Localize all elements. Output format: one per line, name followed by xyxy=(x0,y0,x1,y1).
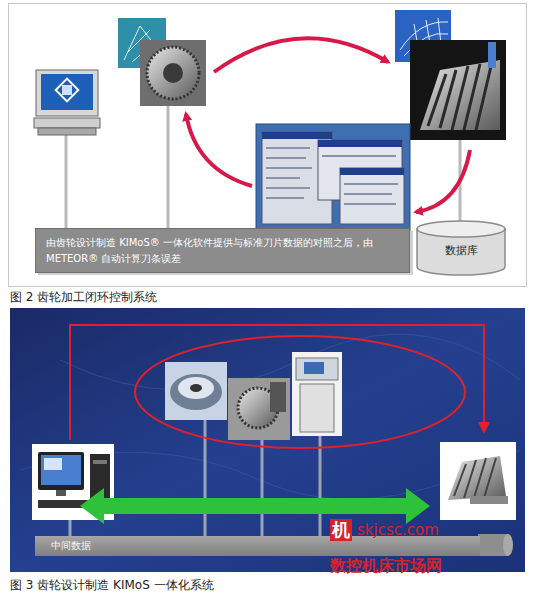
machine-image xyxy=(228,378,290,440)
band-end xyxy=(478,534,513,556)
info-band: 由齿轮设计制造 KIMoS® 一体化软件提供与标准刀片数据的对照之后，由 MET… xyxy=(35,228,410,273)
data-band: 中间数据 xyxy=(35,536,480,556)
node-text: 数据库 xyxy=(420,242,502,259)
figure-panel xyxy=(10,308,525,572)
watermark-logo: 机 xyxy=(330,519,352,541)
computer-icon xyxy=(34,70,100,135)
bevel-gear-image xyxy=(440,442,516,520)
node-text: 由齿轮设计制造 KIMoS® 一体化软件提供与标准刀片数据的对照之后，由 MET… xyxy=(46,235,399,266)
measuring-machine-image xyxy=(292,352,342,436)
cycle-arrows xyxy=(186,38,470,212)
database-cylinder: 数据库 xyxy=(416,220,506,276)
bevel-gear-image xyxy=(395,10,506,140)
gear-machine-image xyxy=(118,18,206,106)
figure-frame xyxy=(9,4,527,287)
software-screenshot xyxy=(256,124,410,234)
figure-caption: 图 3 齿轮设计制造 KIMoS 一体化系统 xyxy=(10,578,214,592)
cutter-image xyxy=(165,362,227,420)
data-exchange-arrow xyxy=(80,488,430,524)
feedback-arrow xyxy=(70,325,484,440)
watermark: skjcsc.com xyxy=(357,521,439,539)
watermark: 数控机床市场网 xyxy=(330,556,442,575)
process-ellipse xyxy=(135,336,465,448)
figure-caption: 图 2 齿轮加工闭环控制系统 xyxy=(10,290,157,304)
node-text: 中间数据 xyxy=(51,538,464,554)
